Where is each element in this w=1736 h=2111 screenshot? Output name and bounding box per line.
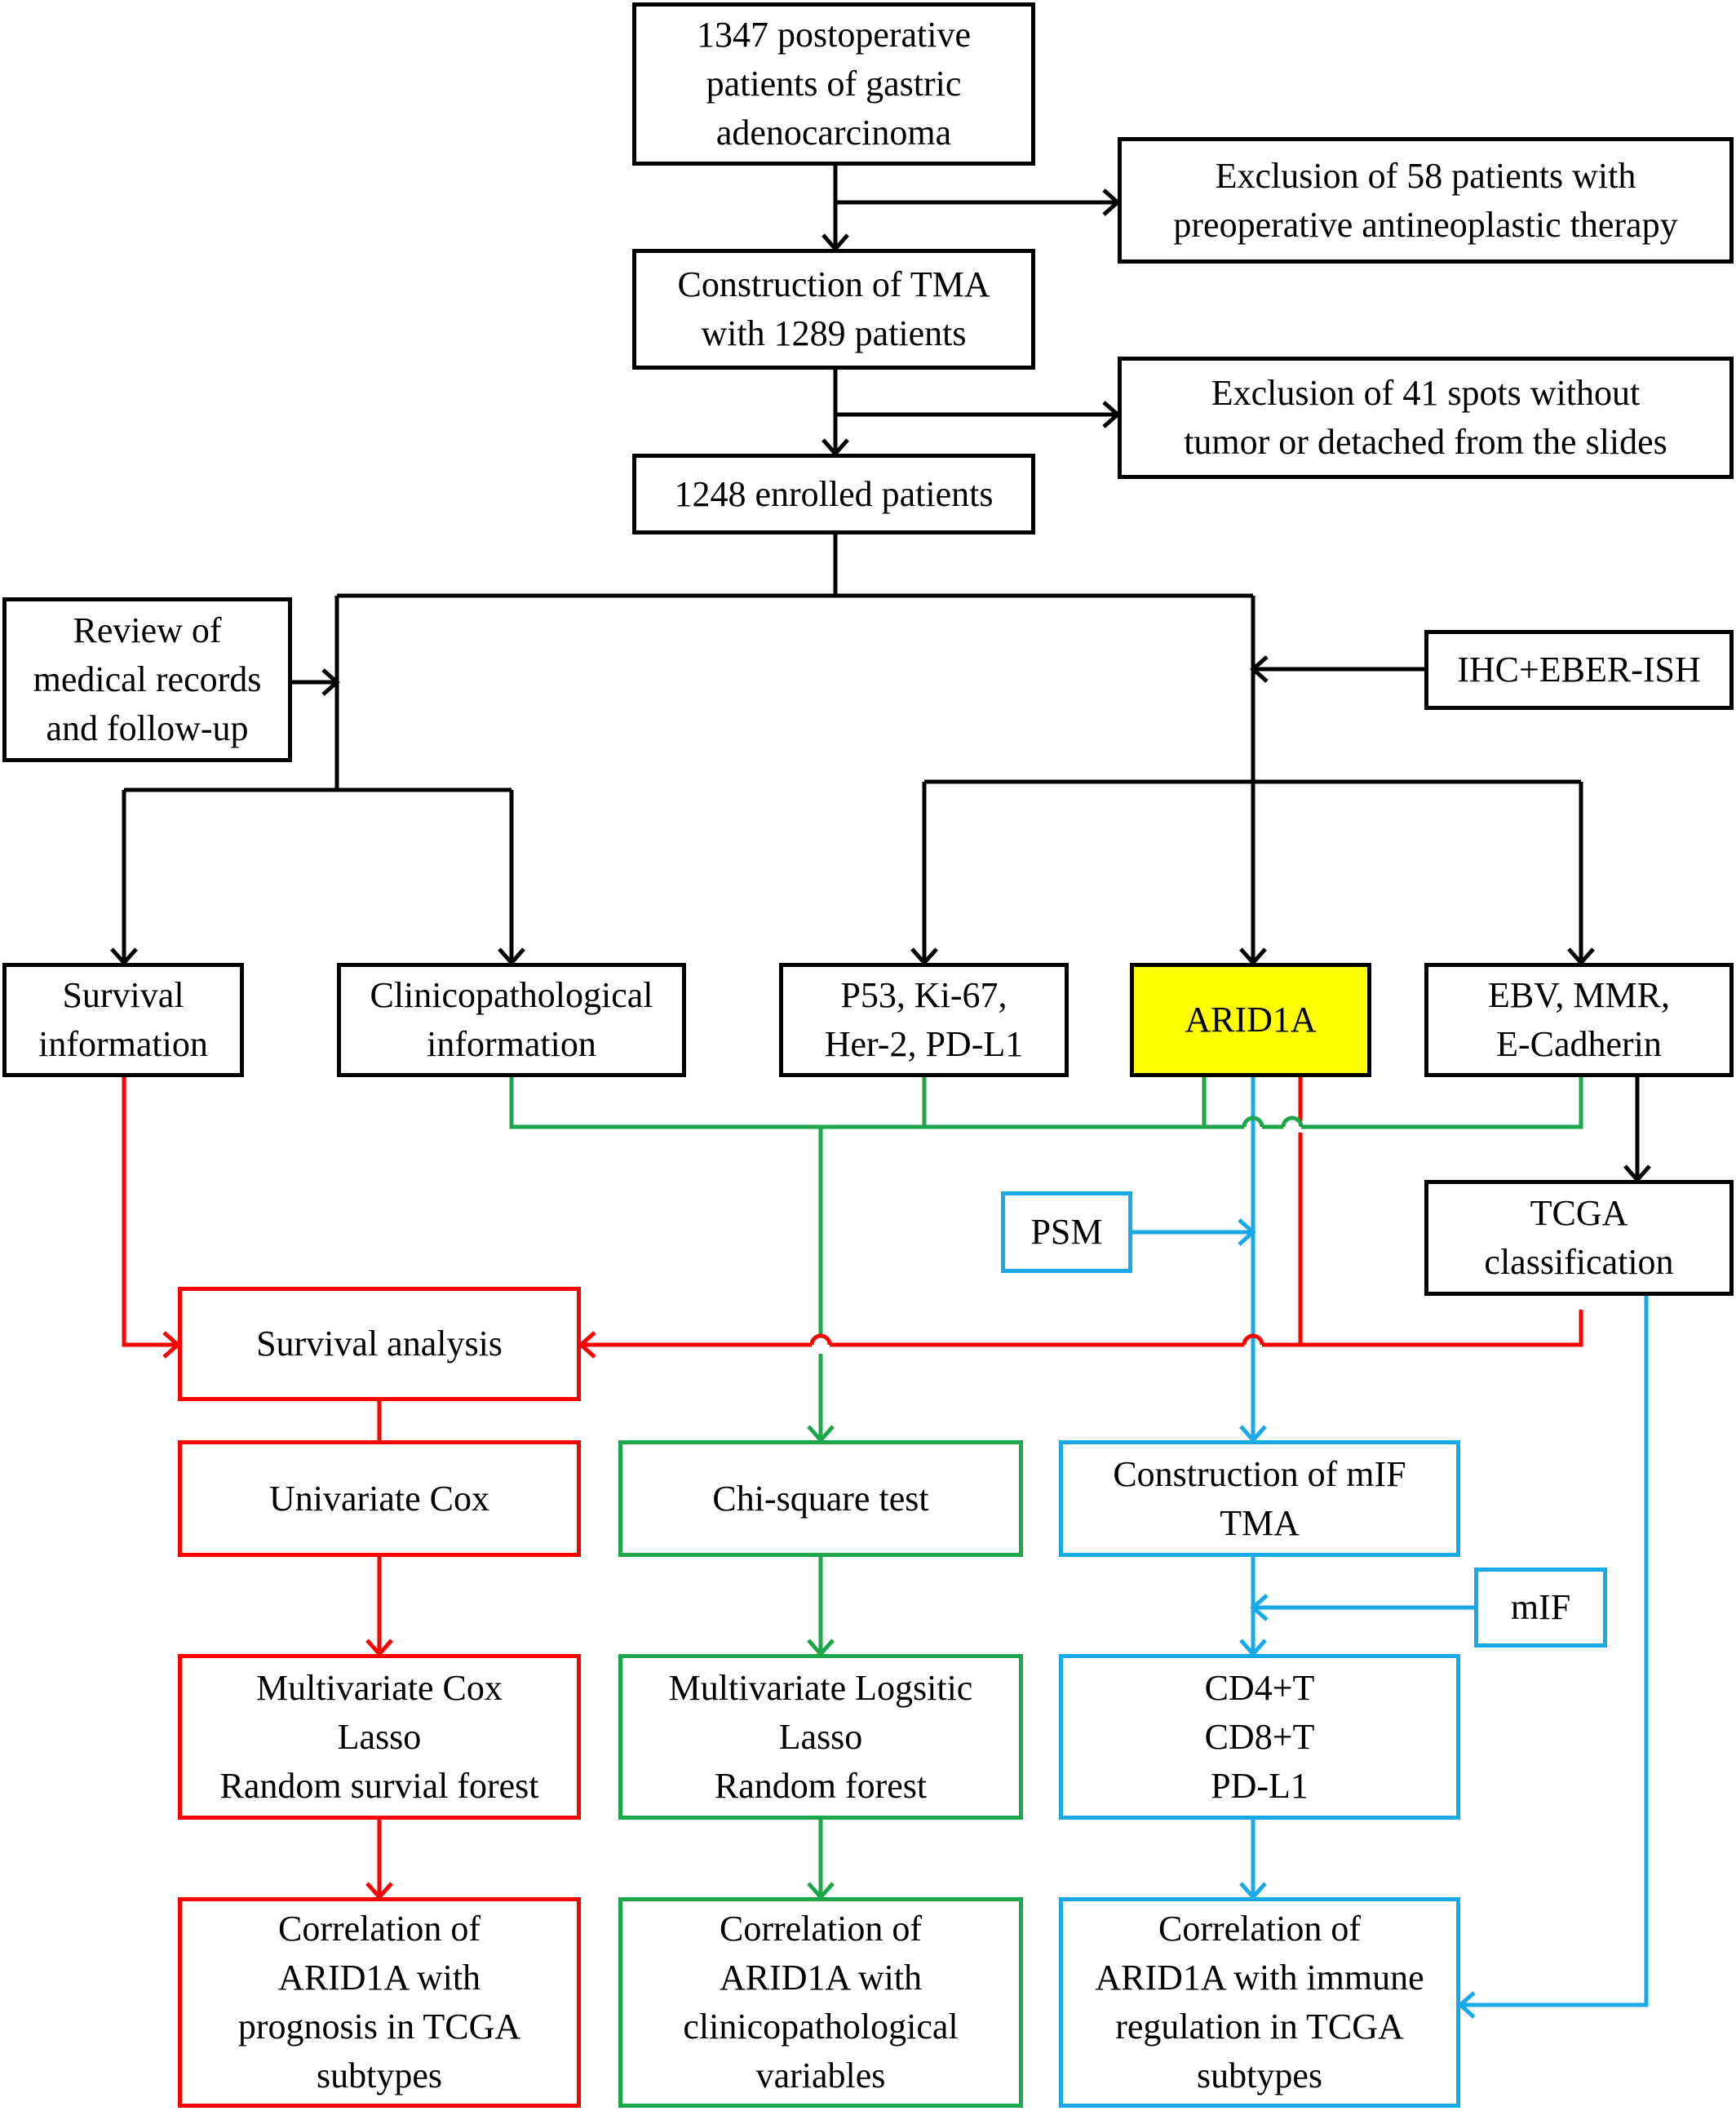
arid1a-box: ARID1A <box>1130 963 1371 1077</box>
enrolled-patients-box: 1248 enrolled patients <box>632 454 1035 534</box>
green-connectors <box>509 1077 1583 1897</box>
hop-red-over-green <box>809 1333 832 1346</box>
correlation-prognosis-box: Correlation of ARID1A with prognosis in … <box>178 1897 581 2108</box>
ihc-eber-ish-box: IHC+EBER-ISH <box>1424 630 1734 710</box>
blue-connectors <box>1132 1077 1649 2007</box>
chi-square-test-box: Chi-square test <box>618 1440 1023 1557</box>
arrow-to-survival-analysis-left <box>122 1077 178 1347</box>
ebv-mmr-ecadherin-box: EBV, MMR, E-Cadherin <box>1424 963 1734 1077</box>
review-records-box: Review of medical records and follow-up <box>2 597 292 762</box>
construction-tma-box: Construction of TMA with 1289 patients <box>632 249 1035 370</box>
p53-ki67-her2-pdl1-box: P53, Ki-67, Her-2, PD-L1 <box>779 963 1069 1077</box>
construction-mif-tma-box: Construction of mIF TMA <box>1059 1440 1460 1557</box>
hop-green-over-red <box>1281 1115 1304 1128</box>
arrow-from-tcga-to-corr-immune <box>1460 1296 1649 2007</box>
univariate-cox-box: Univariate Cox <box>178 1440 581 1557</box>
survival-information-box: Survival information <box>2 963 244 1077</box>
correlation-immune-box: Correlation of ARID1A with immune regula… <box>1059 1897 1460 2108</box>
cd4-cd8-pdl1-box: CD4+T CD8+T PD-L1 <box>1059 1654 1460 1820</box>
green-collector <box>509 1077 1583 1129</box>
arrow-to-survival-analysis-right <box>581 1310 1583 1347</box>
tcga-classification-box: TCGA classification <box>1424 1180 1734 1296</box>
red-connectors <box>122 1077 1583 1897</box>
hop-green-over-blue <box>1242 1115 1264 1128</box>
clinicopathological-information-box: Clinicopathological information <box>337 963 686 1077</box>
black-connectors <box>122 166 1640 1180</box>
mif-box: mIF <box>1474 1568 1607 1648</box>
psm-box: PSM <box>1001 1191 1132 1273</box>
multivariate-logistic-box: Multivariate Logsitic Lasso Random fores… <box>618 1654 1023 1820</box>
exclusion-58-box: Exclusion of 58 patients with preoperati… <box>1118 137 1734 264</box>
exclusion-41-box: Exclusion of 41 spots without tumor or d… <box>1118 357 1734 479</box>
postoperative-patients-box: 1347 postoperative patients of gastric a… <box>632 2 1035 166</box>
multivariate-cox-box: Multivariate Cox Lasso Random survial fo… <box>178 1654 581 1820</box>
survival-analysis-box: Survival analysis <box>178 1287 581 1401</box>
hop-red-over-blue <box>1242 1333 1264 1346</box>
correlation-clinicopathological-box: Correlation of ARID1A with clinicopathol… <box>618 1897 1023 2108</box>
